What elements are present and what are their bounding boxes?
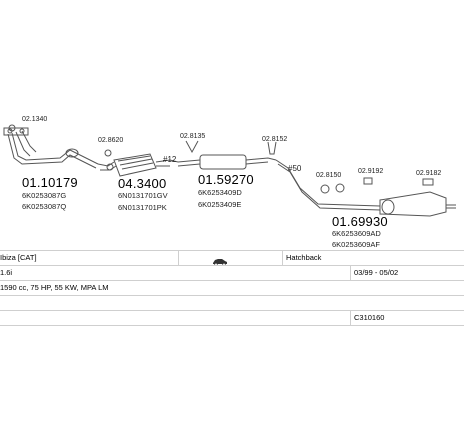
fitting-number: 02.8152: [262, 136, 288, 143]
table-row: C310160: [0, 310, 464, 326]
marker-label: #12: [163, 155, 177, 164]
catalytic-converter-drawing: [97, 153, 179, 177]
oe-number: 6K0253609AF: [332, 240, 380, 249]
fitting-number: 02.9182: [416, 170, 442, 177]
vehicle-info-table: Ibiza [CAT] Hatchback 1.6i 03/99 - 05/02…: [0, 250, 464, 340]
body-type: Hatchback: [286, 253, 322, 262]
exhaust-drawing: [3, 124, 456, 217]
oe-number: 6K0253087Q: [22, 202, 67, 211]
part-number: 01.69930: [332, 214, 388, 229]
part-number: 01.59270: [198, 172, 254, 187]
oe-number: 6K0253087G: [22, 191, 67, 200]
production-years: 03/99 - 05/02: [354, 268, 399, 277]
table-row: 1590 cc, 75 HP, 55 KW, MPA LM: [0, 280, 464, 296]
centre-silencer-drawing: [177, 154, 277, 170]
fitting-number: 02.8620: [98, 137, 124, 144]
oe-number: 6N0131701PK: [118, 203, 167, 212]
rear-silencer-drawing: [275, 159, 456, 217]
part-number: 04.3400: [118, 176, 167, 191]
fitting-number: 02.8150: [316, 172, 342, 179]
vehicle-model: Ibiza [CAT]: [0, 253, 37, 262]
table-row: [0, 325, 464, 341]
engine-specs: 1590 cc, 75 HP, 55 KW, MPA LM: [0, 283, 109, 292]
fitting-number: 02.9192: [358, 168, 384, 175]
table-row: 1.6i 03/99 - 05/02: [0, 265, 464, 281]
part-number: 01.10179: [22, 175, 78, 190]
catalogue-code: C310160: [354, 313, 385, 322]
oe-number: 6N0131701GV: [118, 191, 168, 200]
fitting-number: 02.8135: [180, 133, 206, 140]
table-row: Ibiza [CAT] Hatchback: [0, 250, 464, 267]
oe-number: 6K6253409D: [198, 188, 242, 197]
front-pipe-drawing: [3, 127, 99, 169]
fitting-icons: [8, 124, 434, 194]
oe-number: 6K6253609AD: [332, 229, 381, 238]
table-row: [0, 295, 464, 311]
oe-number: 6K0253409E: [198, 200, 242, 209]
engine: 1.6i: [0, 268, 13, 277]
fitting-number: 02.1340: [22, 116, 48, 123]
exhaust-diagram: 01.10179 6K0253087G 6K0253087Q 04.3400 6…: [3, 116, 456, 249]
marker-label: #50: [288, 164, 302, 173]
